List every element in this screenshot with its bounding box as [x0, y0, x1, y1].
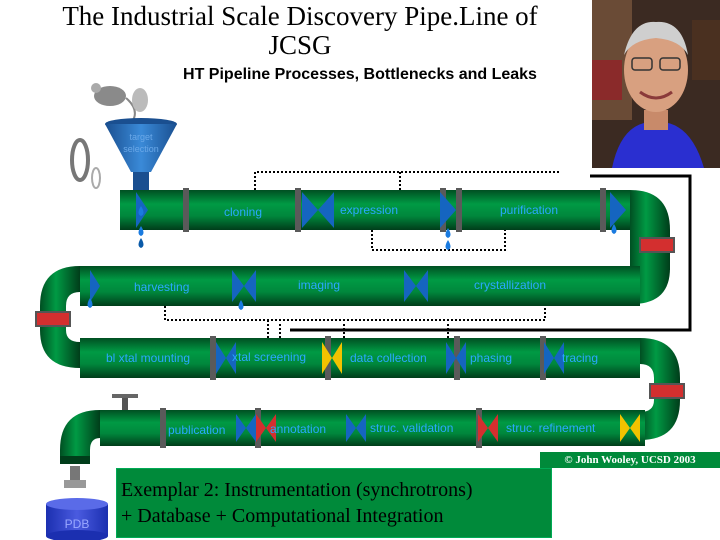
pipe-row-4	[100, 410, 645, 446]
outlet-tool-icon	[64, 466, 86, 488]
stage-expression: expression	[340, 203, 398, 217]
main-feedback-line	[290, 174, 692, 332]
stage-cloning: cloning	[224, 205, 262, 219]
caption-box: Exemplar 2: Instrumentation (synchrotron…	[116, 468, 552, 538]
stage-bl-xtal-mounting: bl xtal mounting	[106, 351, 190, 365]
leak-droplets	[87, 206, 617, 310]
stage-purification: purification	[500, 203, 558, 217]
pipe-row-1	[120, 190, 630, 230]
stage-struc-refinement: struc. refinement	[506, 421, 596, 435]
pipe-elbow-left-2	[60, 410, 100, 462]
stage-xtal-screening: xtal screening	[232, 350, 306, 364]
stage-labels: cloning expression purification harvesti…	[106, 203, 598, 437]
title-line-1: The Industrial Scale Discovery Pipe.Line…	[62, 1, 538, 31]
mouse-icon	[91, 83, 136, 123]
stage-tracing: tracing	[562, 351, 598, 365]
stage-harvesting: harvesting	[134, 280, 189, 294]
caption-line-1: Exemplar 2: Instrumentation (synchrotron…	[121, 479, 473, 501]
title-line-2: JCSG	[268, 30, 332, 60]
red-joints	[35, 237, 685, 399]
funnel-label-1: target	[129, 132, 153, 142]
stage-phasing: phasing	[470, 351, 512, 365]
stage-struc-validation: struc. validation	[370, 421, 453, 435]
pipe-row-2	[80, 266, 640, 306]
presenter-photo	[592, 0, 720, 168]
slide-subtitle: HT Pipeline Processes, Bottlenecks and L…	[183, 66, 537, 83]
stage-crystallization: crystallization	[474, 278, 546, 292]
pdb-label: PDB	[65, 517, 90, 531]
copyright-notice: © John Wooley, UCSD 2003	[540, 452, 720, 468]
funnel-icon: target selection	[105, 118, 177, 190]
valves	[90, 192, 640, 442]
slide-title: The Industrial Scale Discovery Pipe.Line…	[0, 2, 600, 60]
stage-publication: publication	[168, 423, 225, 437]
stage-annotation: annotation	[270, 422, 326, 436]
funnel-label-2: selection	[123, 144, 159, 154]
pdb-database-icon: PDB	[46, 498, 108, 540]
stage-data-collection: data collection	[350, 351, 427, 365]
stage-imaging: imaging	[298, 278, 340, 292]
caption-line-2: + Database + Computational Integration	[121, 505, 444, 527]
cells-icon	[70, 88, 148, 189]
